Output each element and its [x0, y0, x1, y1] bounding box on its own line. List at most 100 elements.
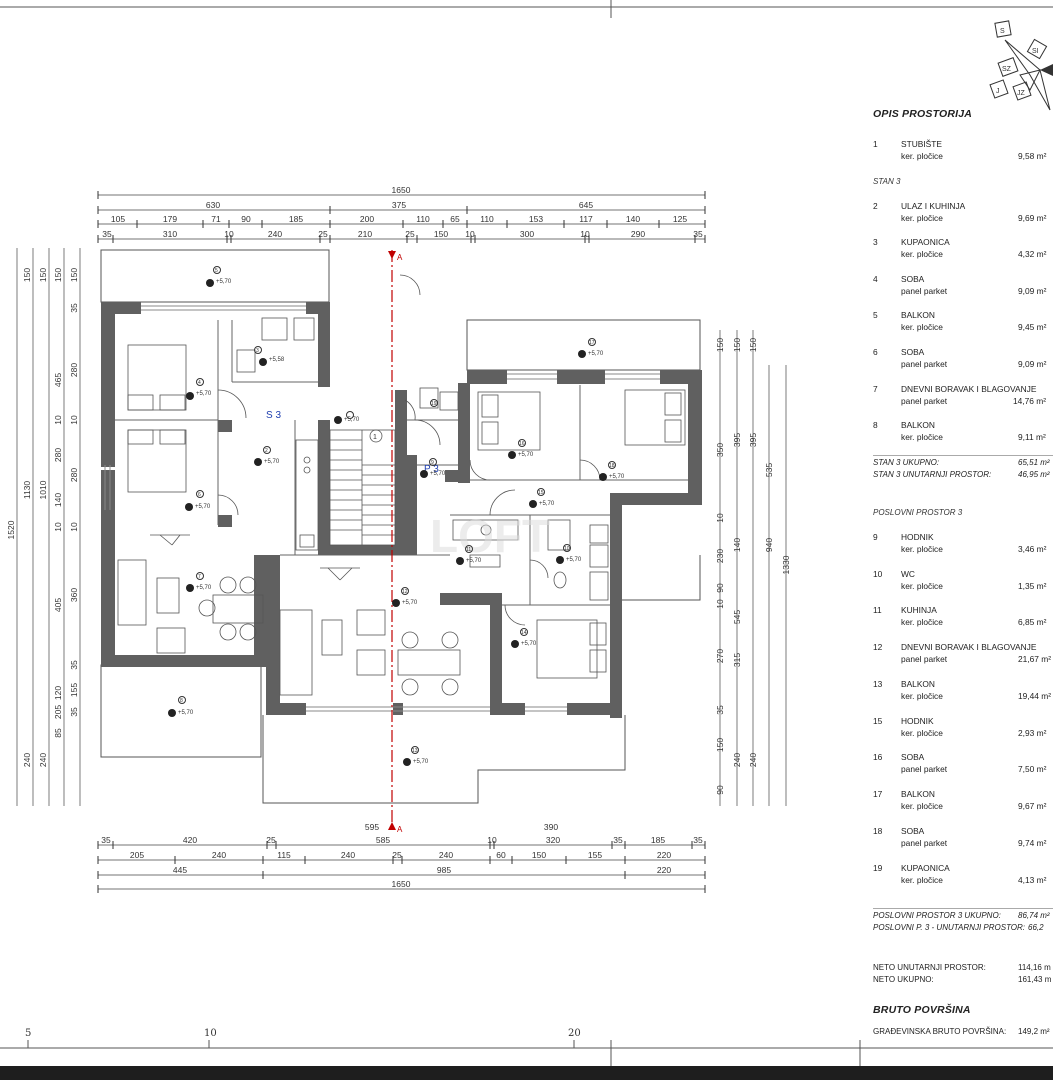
level-value: +5,70	[196, 391, 212, 397]
level-value: +5,70	[518, 452, 534, 458]
room-area: 4,32 m²	[1018, 249, 1047, 259]
dim-label: 140	[53, 493, 63, 507]
apartment-label-p3: P 3	[424, 464, 439, 475]
dim-label: 115	[277, 850, 291, 860]
dim-label: 90	[715, 583, 725, 593]
dim-label: 150	[53, 268, 63, 282]
level-value: +5,70	[539, 501, 555, 507]
level-value: +5,70	[430, 471, 446, 477]
dim-label: 185	[651, 835, 665, 845]
bruto-title: BRUTO POVRŠINA	[873, 1004, 971, 1016]
level-marker-icon	[186, 392, 194, 400]
room-area: 14,76 m²	[1013, 396, 1047, 406]
room-area: 9,58 m²	[1018, 151, 1047, 161]
grid-label: 10	[204, 1028, 217, 1039]
room-area: 9,69 m²	[1018, 213, 1047, 223]
legend-room: 8 BALKON ker. pločice 9,11 m²	[873, 420, 1053, 444]
dim-label: 110	[480, 214, 494, 224]
room-name: KUPAONICA	[901, 863, 950, 873]
level-markers: 5 +5,70 3 +5,58 4 +5,70 +5,70 2 +5,70 6 …	[168, 266, 625, 766]
level-value: +5,58	[269, 357, 285, 363]
dim-label: 71	[211, 214, 221, 224]
svg-text:12: 12	[402, 589, 408, 595]
dim-label: 10	[69, 415, 79, 425]
dim-label: 185	[289, 214, 303, 224]
dim-label: 10	[715, 599, 725, 609]
legend-room: 16 SOBA panel parket 7,50 m²	[873, 752, 1053, 776]
legend-room: 11 KUHINJA ker. pločice 6,85 m²	[873, 605, 1053, 629]
structural-walls	[101, 302, 702, 718]
dim-label: 140	[626, 214, 640, 224]
svg-text:13: 13	[412, 748, 418, 754]
dim-label: 1010	[38, 480, 48, 499]
level-marker-icon	[403, 758, 411, 766]
level-value: +5,70	[264, 459, 280, 465]
room-area: 9,09 m²	[1018, 359, 1047, 369]
level-value: +5,70	[344, 417, 360, 423]
dim-label: 585	[376, 835, 390, 845]
dim-label: 25	[392, 850, 402, 860]
dim-label: 35	[102, 229, 112, 239]
dim-label: 320	[546, 835, 560, 845]
legend-room: 19 KUPAONICA ker. pločice 4,13 m²	[873, 863, 1053, 887]
room-name: HODNIK	[901, 532, 934, 542]
room-name: WC	[901, 569, 915, 579]
dim-label: 240	[212, 850, 226, 860]
level-value: +5,70	[402, 600, 418, 606]
neto-inner-value: 114,16 m	[1018, 963, 1051, 972]
dim-label: 395	[748, 433, 758, 447]
dim-label: 35	[715, 705, 725, 715]
svg-text:9: 9	[431, 460, 434, 466]
dim-label: 220	[657, 865, 671, 875]
pos-inner-value: 66,2	[1028, 923, 1044, 932]
grid-labels: 5 10 20	[25, 1028, 581, 1048]
svg-text:4: 4	[198, 380, 201, 386]
dim-label: 240	[268, 229, 282, 239]
dim-label: 10	[53, 415, 63, 425]
room-name: SOBA	[901, 274, 925, 284]
legend-room: 10 WC ker. pločice 1,35 m²	[873, 569, 1053, 593]
dim-label: 10	[580, 229, 590, 239]
dim-label: 25	[266, 835, 276, 845]
dim-label: 153	[529, 214, 543, 224]
room-floor: ker. pločice	[901, 544, 943, 554]
dim-label: 35	[69, 303, 79, 313]
room-name: SOBA	[901, 826, 925, 836]
neto-total-label: NETO UKUPNO:	[873, 975, 934, 984]
dim-label: 35	[693, 835, 703, 845]
dim-label: 240	[732, 753, 742, 767]
room-name: SOBA	[901, 752, 925, 762]
watermark-logo: LOFT	[430, 510, 550, 562]
dim-label: 10	[487, 835, 497, 845]
level-value: +5,70	[413, 759, 429, 765]
compass-rose-icon: S SI SZ JZ J	[989, 20, 1053, 111]
level-marker-icon	[556, 556, 564, 564]
level-marker-icon	[392, 599, 400, 607]
bottom-dark-bar	[0, 1066, 1053, 1080]
dim-label: 150	[434, 229, 448, 239]
room-number: 6	[873, 347, 878, 357]
room-floor: panel parket	[901, 396, 948, 406]
furniture-living	[117, 534, 461, 696]
legend-room: 18 SOBA panel parket 9,74 m²	[873, 826, 1053, 850]
dim-label: 645	[579, 200, 593, 210]
legend-divider	[873, 455, 1053, 456]
section-marker-bottom: A	[397, 825, 403, 834]
room-name: BALKON	[901, 679, 935, 689]
room-number: 3	[873, 237, 878, 247]
level-marker-icon	[206, 279, 214, 287]
dim-label: 10	[224, 229, 234, 239]
room-area: 7,50 m²	[1018, 764, 1047, 774]
dim-label: 240	[439, 850, 453, 860]
dim-label: 35	[69, 660, 79, 670]
compass-label: SZ	[1002, 66, 1012, 73]
level-value: +5,70	[178, 710, 194, 716]
dim-label: 360	[69, 588, 79, 602]
room-number: 5	[873, 310, 878, 320]
dim-label: 545	[732, 610, 742, 624]
dim-label: 205	[130, 850, 144, 860]
room-floor: ker. pločice	[901, 249, 943, 259]
room-name: SOBA	[901, 347, 925, 357]
dim-label: 117	[579, 214, 593, 224]
dim-label: 90	[241, 214, 251, 224]
